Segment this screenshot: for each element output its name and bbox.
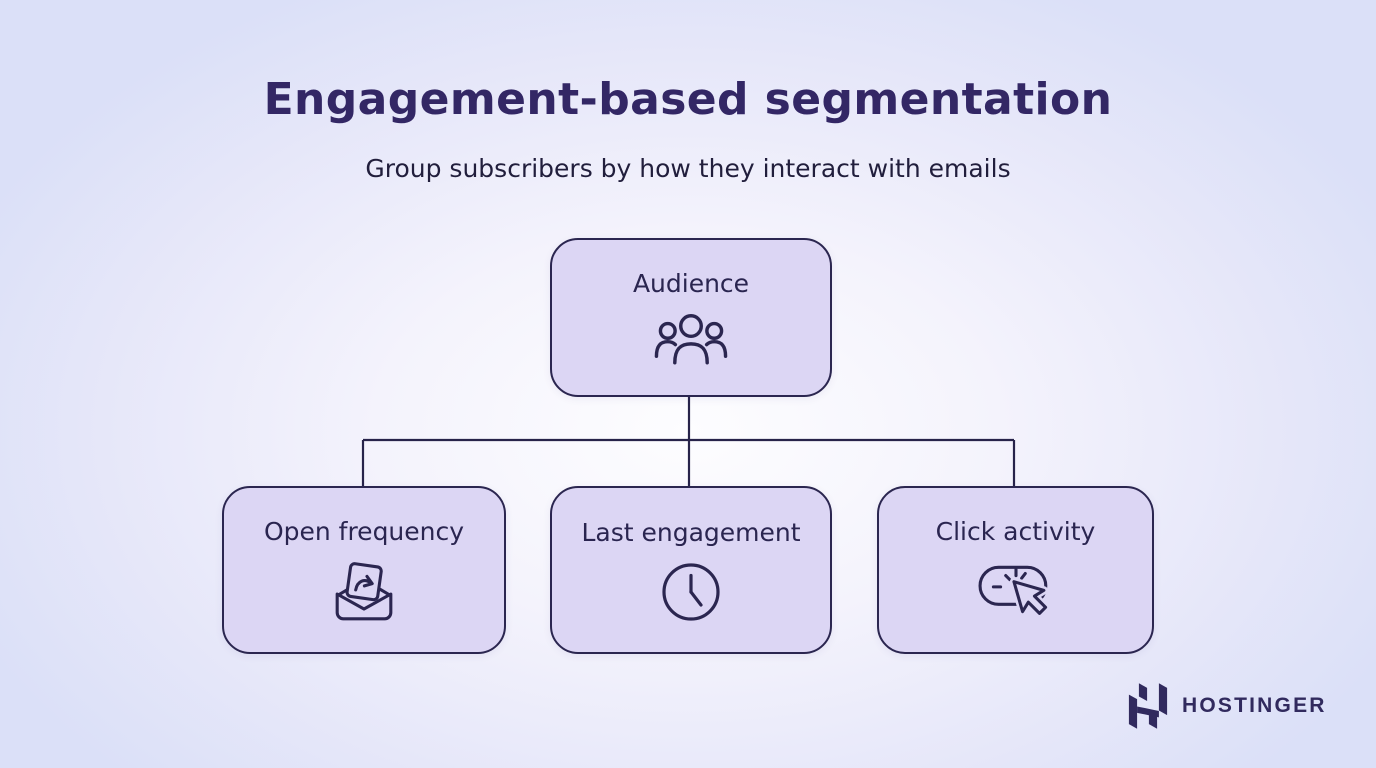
node-label: Open frequency bbox=[263, 516, 465, 546]
node-open-frequency: Open frequency bbox=[222, 486, 506, 654]
page-title: Engagement-based segmentation bbox=[263, 74, 1113, 125]
people-icon bbox=[654, 314, 728, 365]
brand-name: HOSTINGER bbox=[1182, 694, 1327, 717]
node-last-engagement: Last engagement bbox=[550, 486, 832, 654]
node-audience: Audience bbox=[550, 238, 832, 397]
node-label: Last engagement bbox=[581, 517, 801, 547]
page-subtitle: Group subscribers by how they interact w… bbox=[365, 154, 1011, 183]
open-email-icon bbox=[335, 561, 393, 620]
node-label: Audience bbox=[632, 269, 750, 298]
hostinger-h-icon bbox=[1128, 683, 1168, 729]
click-cursor-icon bbox=[978, 565, 1050, 617]
node-click-activity: Click activity bbox=[877, 486, 1154, 654]
brand-logo: HOSTINGER bbox=[1128, 682, 1327, 730]
node-label: Click activity bbox=[935, 516, 1096, 546]
clock-icon bbox=[662, 562, 720, 621]
